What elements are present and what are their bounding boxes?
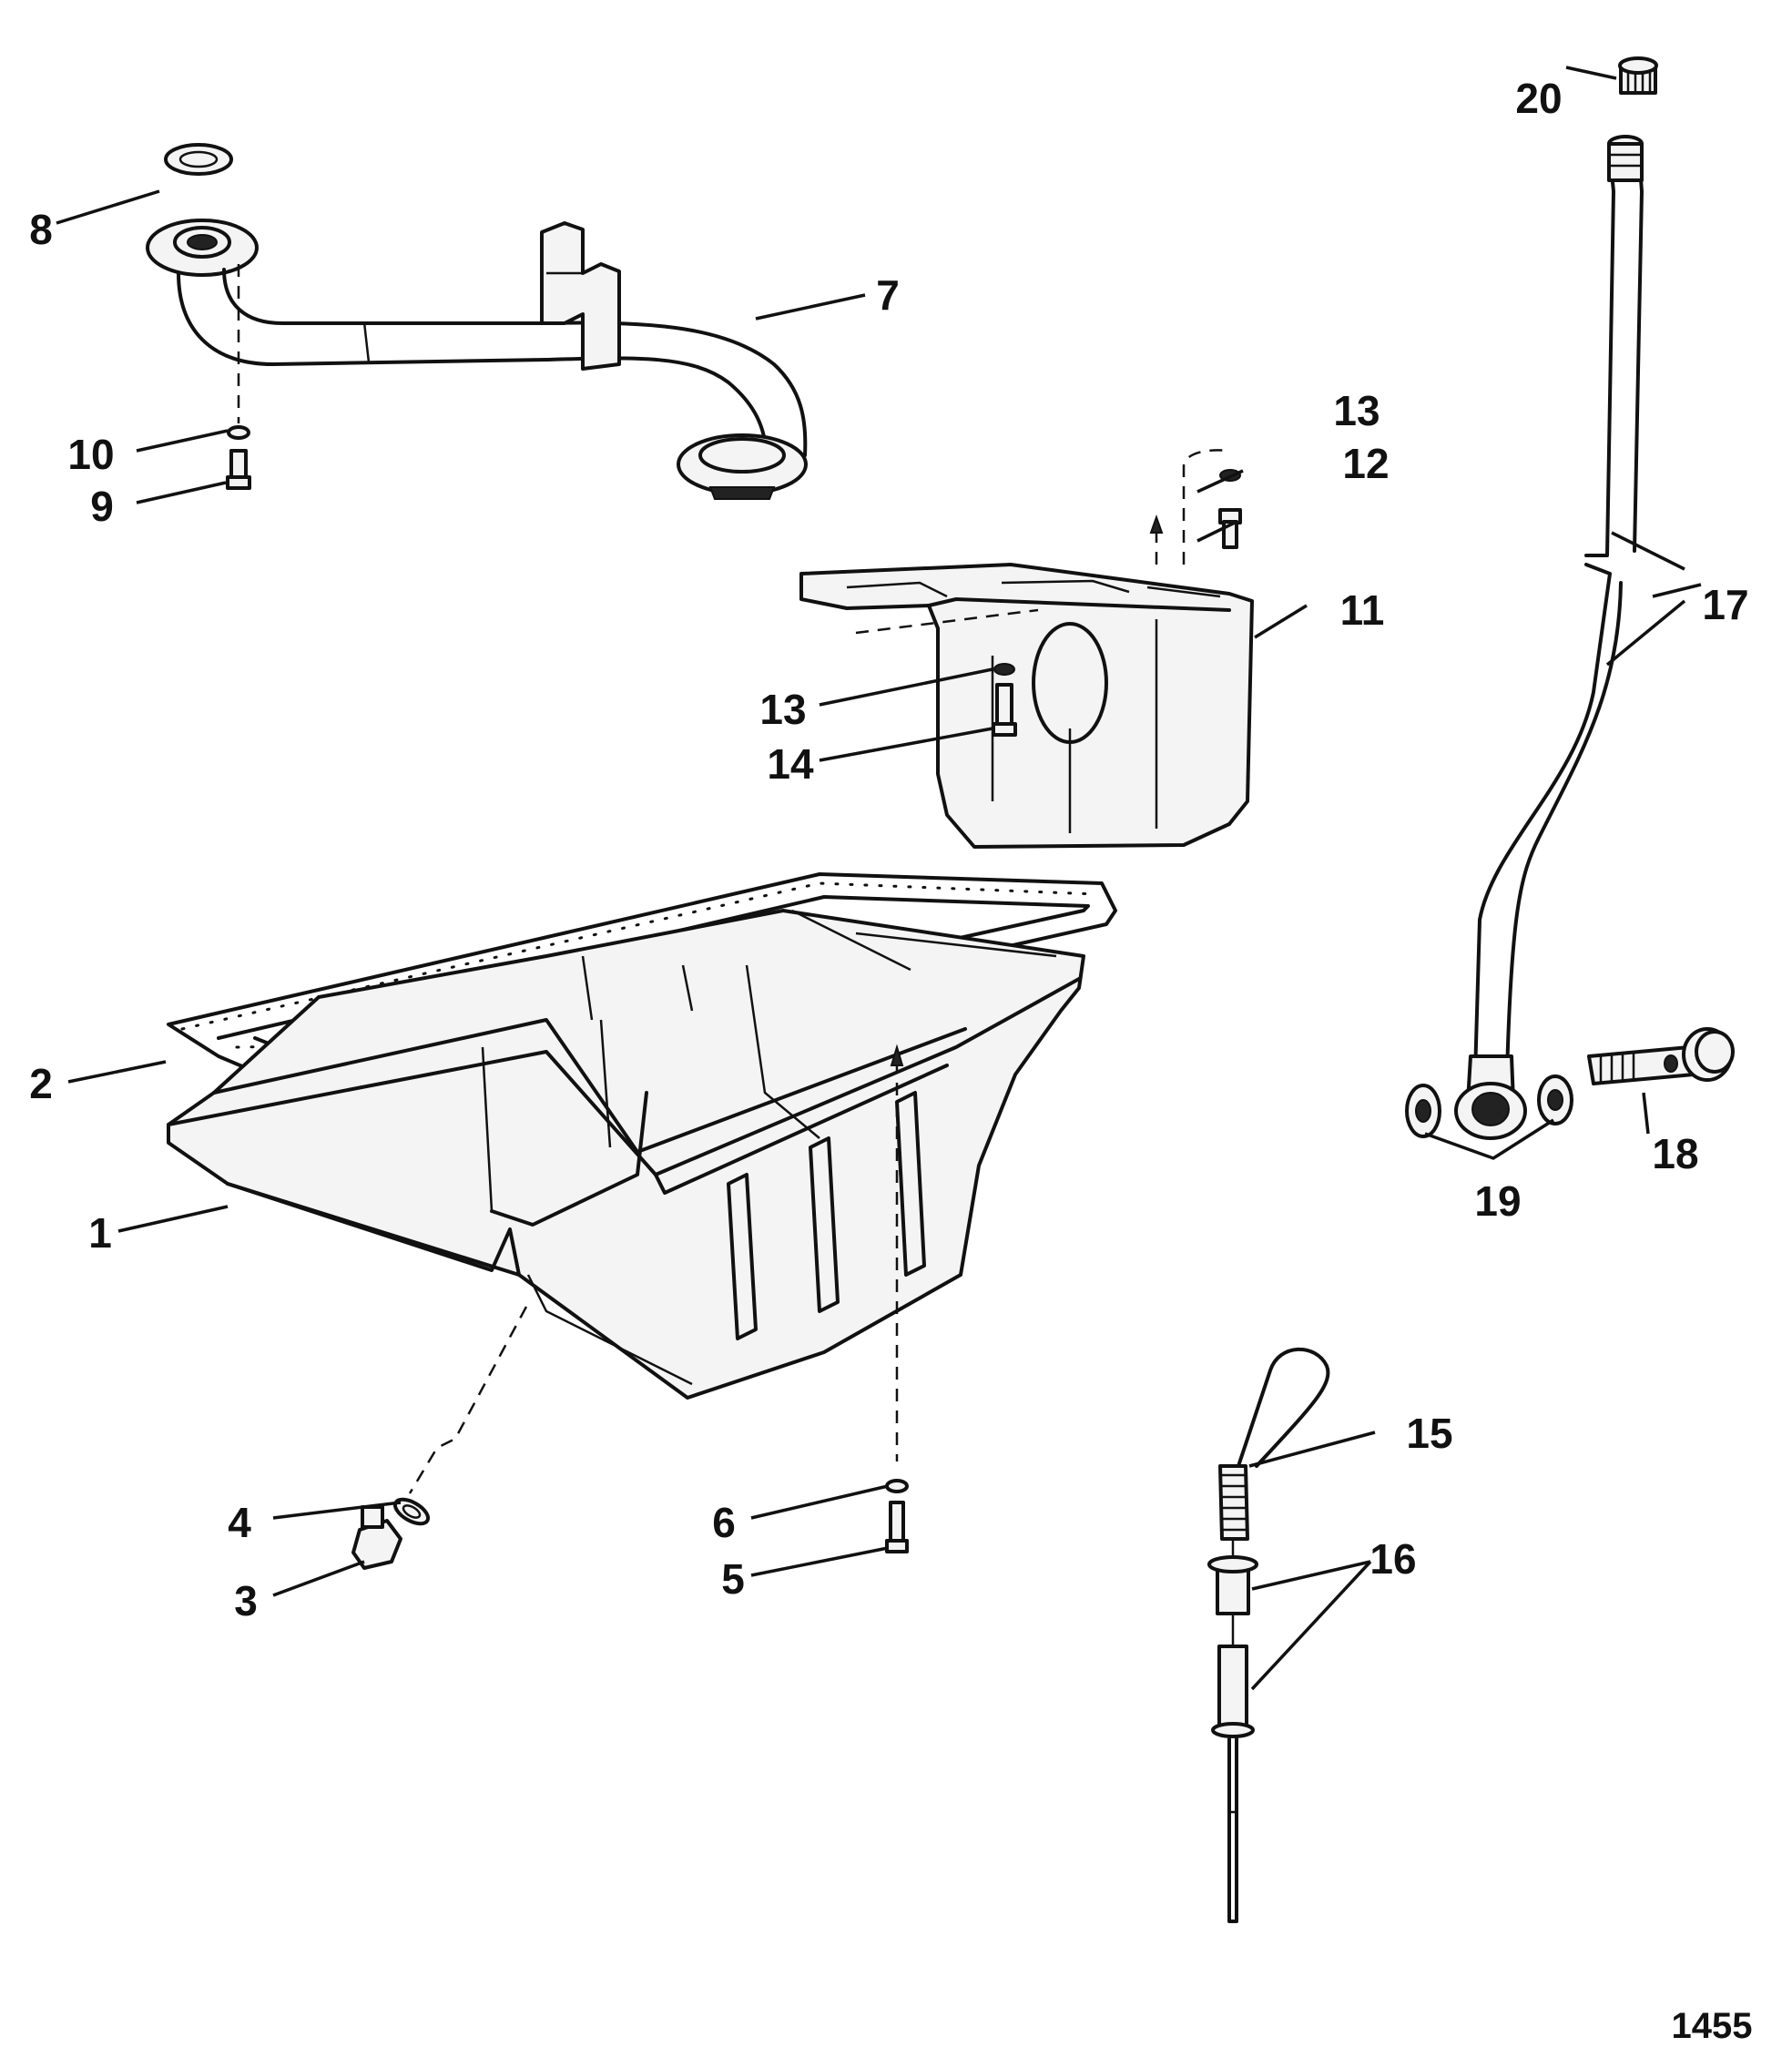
callout-10: 10 [67, 431, 114, 478]
callout-13-upper: 13 [1333, 387, 1380, 434]
callout-2: 2 [29, 1060, 53, 1107]
pickup-washer [227, 425, 250, 440]
oil-baffle [799, 449, 1254, 849]
callout-labels: 2 1 3 4 5 6 7 8 9 10 11 12 13 13 14 15 1… [29, 75, 1748, 1624]
callout-14: 14 [767, 740, 814, 788]
leader-lines [56, 66, 1702, 1691]
callout-15: 15 [1406, 1410, 1452, 1457]
pan-bolt [885, 1501, 909, 1553]
banjo-bolt [1587, 1027, 1735, 1085]
callout-4: 4 [228, 1499, 251, 1546]
callout-11: 11 [1340, 586, 1385, 634]
callout-16: 16 [1369, 1535, 1416, 1583]
dipstick [1207, 1347, 1330, 1923]
pan-washer [885, 1479, 909, 1493]
dipstick-tube-cap [1618, 56, 1658, 95]
oil-pickup-tube [146, 219, 808, 500]
callout-5: 5 [721, 1555, 745, 1603]
callout-20: 20 [1515, 75, 1562, 122]
oil-pan [167, 909, 1085, 1494]
baffle-washer-lower [993, 663, 1015, 676]
figure-number: 1455 [1672, 2006, 1753, 2046]
callout-17: 17 [1702, 581, 1748, 628]
callout-7: 7 [876, 271, 900, 319]
drain-plug [351, 1505, 402, 1570]
pickup-bolt [226, 449, 251, 490]
callout-1: 1 [88, 1209, 112, 1257]
drain-plug-washer [392, 1497, 431, 1526]
callout-8: 8 [29, 206, 53, 253]
sealing-washers [1405, 1074, 1573, 1138]
callout-9: 9 [90, 483, 114, 530]
baffle-bolt-lower [992, 683, 1017, 737]
callout-3: 3 [234, 1577, 258, 1624]
callout-6: 6 [712, 1499, 736, 1546]
callout-18: 18 [1652, 1130, 1698, 1177]
callout-12: 12 [1342, 440, 1389, 487]
callout-19: 19 [1474, 1177, 1521, 1225]
dipstick-tube [1454, 135, 1644, 1140]
pickup-gasket [164, 143, 233, 176]
callout-13-lower: 13 [759, 686, 806, 733]
